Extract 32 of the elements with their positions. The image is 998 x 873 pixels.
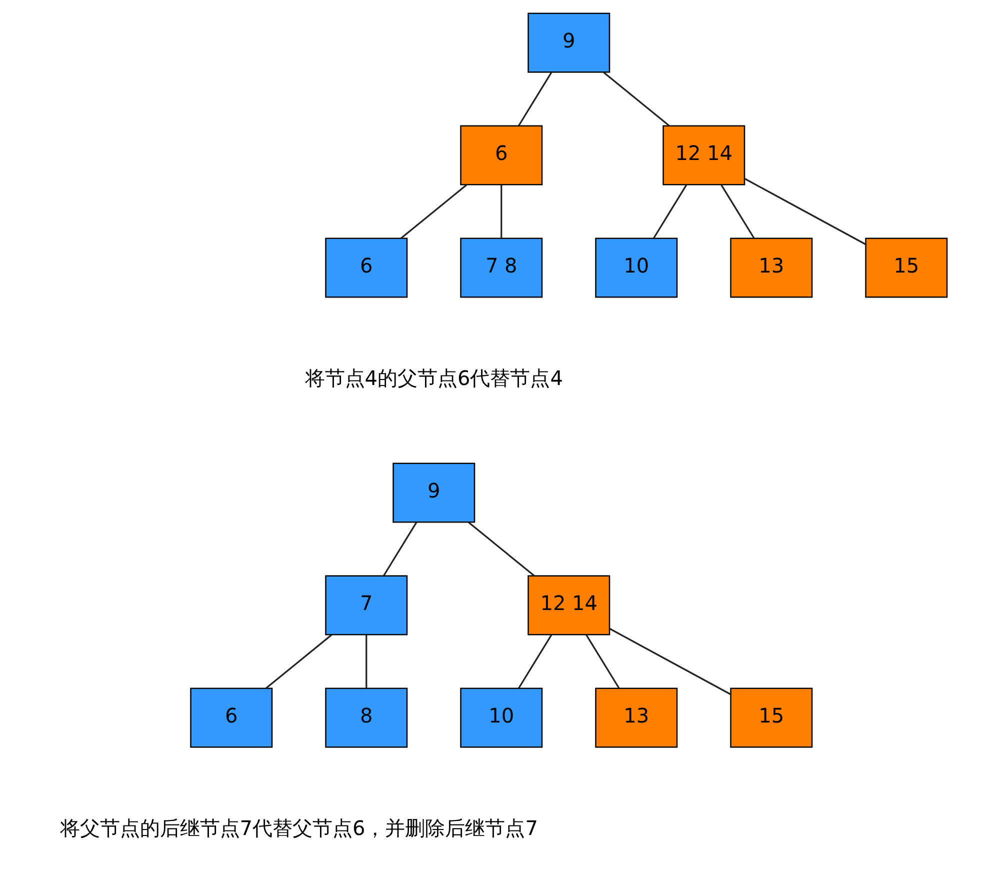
connector <box>382 522 417 576</box>
node-box: 6 <box>324 238 408 298</box>
label: 将节点4的父节点6代替节点4 <box>304 366 562 390</box>
label: 将父节点的后继节点7代替父节点6，并删除后继节点7 <box>59 816 538 840</box>
node-box: 6 <box>190 688 272 748</box>
connector <box>608 628 730 695</box>
node-box: 9 <box>527 12 610 73</box>
node-box: 12 14 <box>527 575 610 636</box>
connector <box>265 634 332 689</box>
connector <box>518 72 552 126</box>
connector <box>720 184 754 239</box>
connector <box>744 178 866 245</box>
node-box: 7 <box>324 575 408 636</box>
connector <box>468 522 534 576</box>
connector <box>585 634 620 689</box>
node-box: 15 <box>864 238 948 298</box>
connector <box>652 184 687 239</box>
node-box: 13 <box>730 238 812 298</box>
node-box: 15 <box>730 688 812 748</box>
connector <box>500 184 502 238</box>
node-box: 12 14 <box>662 125 745 186</box>
node-box: 13 <box>594 688 678 748</box>
node-box: 7 8 <box>460 238 542 298</box>
node-box: 8 <box>324 688 408 748</box>
node-box: 10 <box>594 238 678 298</box>
connector <box>602 72 670 126</box>
connector <box>518 634 552 689</box>
node-box: 10 <box>460 688 542 748</box>
connector <box>365 634 367 688</box>
node-box: 9 <box>392 462 475 523</box>
connector <box>400 184 467 239</box>
node-box: 6 <box>460 125 542 186</box>
